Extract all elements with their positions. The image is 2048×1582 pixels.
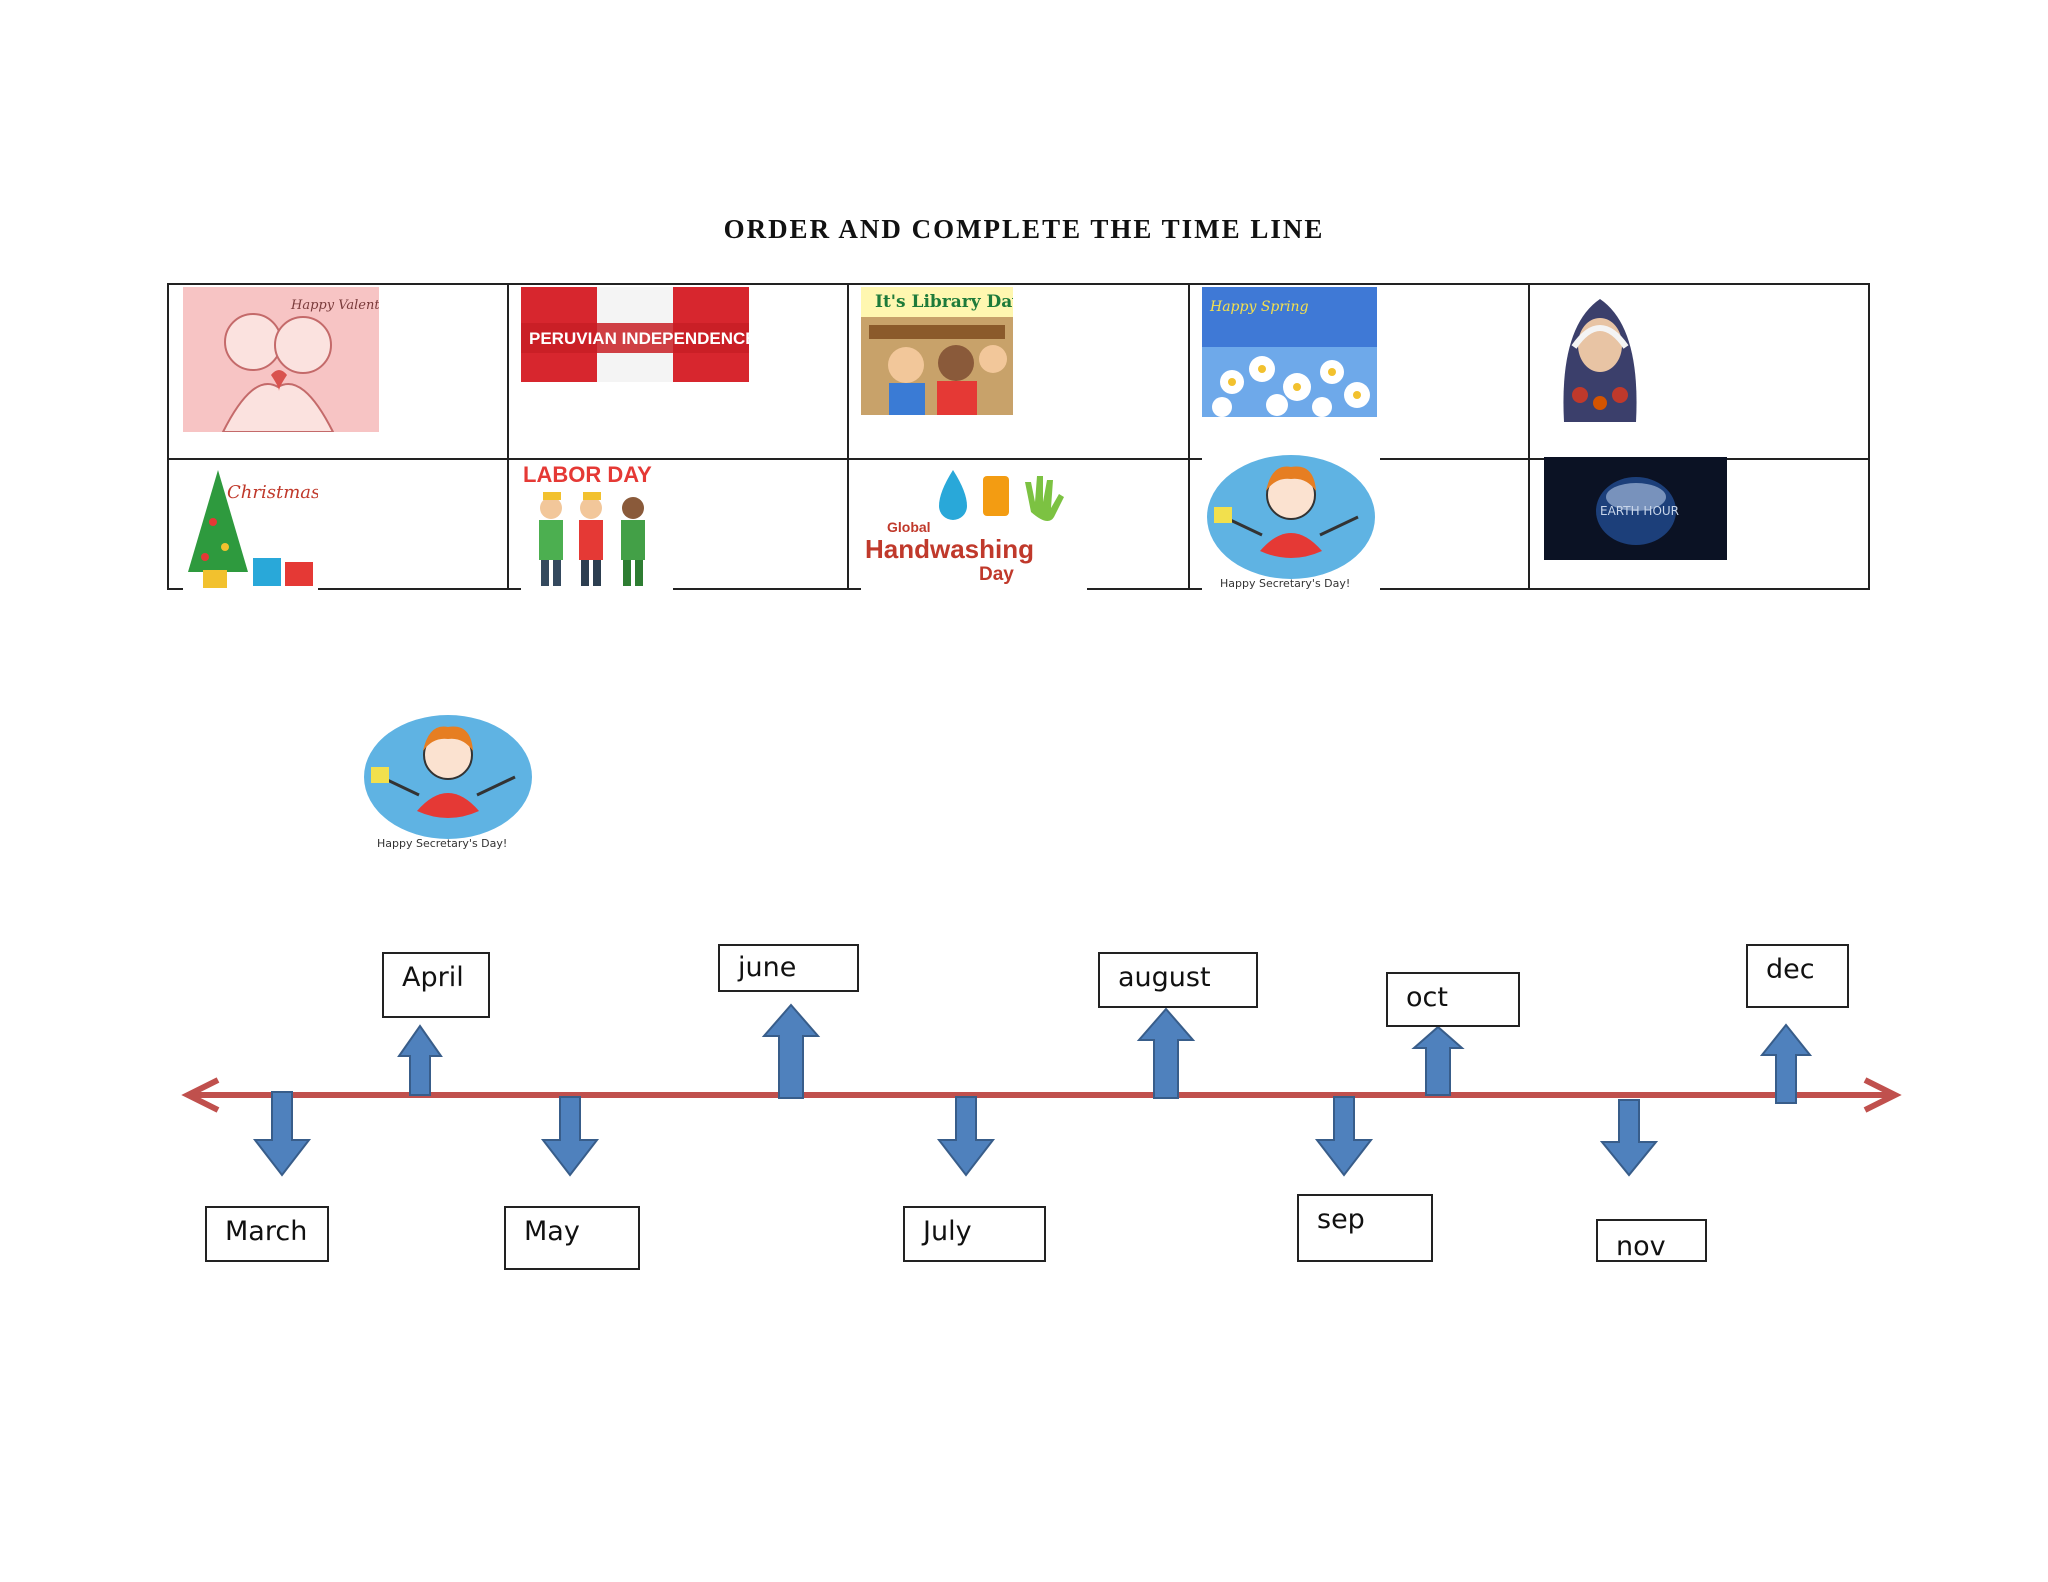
arrow-dec (1762, 1025, 1810, 1103)
month-box-oct[interactable]: oct (1386, 972, 1520, 1027)
arrow-may (543, 1097, 597, 1175)
arrow-august (1139, 1009, 1193, 1098)
month-box-august[interactable]: august (1098, 952, 1258, 1008)
month-box-july[interactable]: July (903, 1206, 1046, 1262)
arrow-july (939, 1097, 993, 1175)
month-box-may[interactable]: May (504, 1206, 640, 1270)
month-box-dec[interactable]: dec (1746, 944, 1849, 1008)
month-box-april[interactable]: April (382, 952, 490, 1018)
arrow-oct (1414, 1027, 1462, 1095)
arrow-march (255, 1092, 309, 1175)
arrow-june (764, 1005, 818, 1098)
month-box-june[interactable]: june (718, 944, 859, 992)
arrow-sep (1317, 1097, 1371, 1175)
arrow-nov (1602, 1100, 1656, 1175)
month-box-sep[interactable]: sep (1297, 1194, 1433, 1262)
month-box-nov[interactable]: nov (1596, 1219, 1707, 1262)
month-box-march[interactable]: March (205, 1206, 329, 1262)
arrow-april (399, 1026, 441, 1095)
